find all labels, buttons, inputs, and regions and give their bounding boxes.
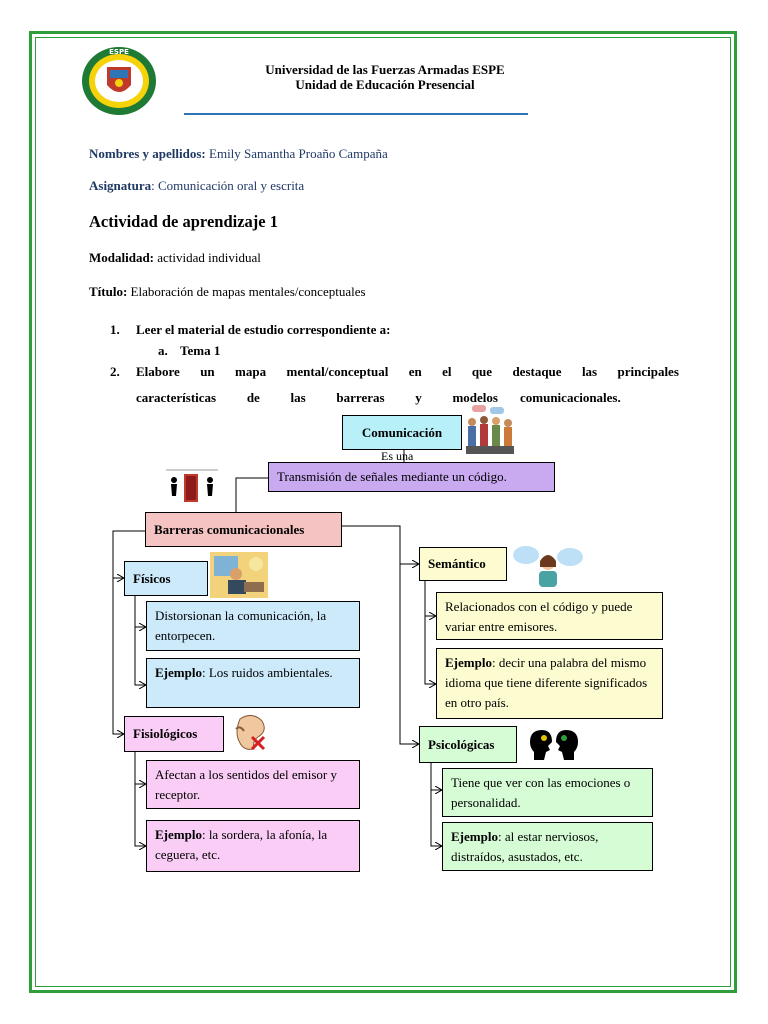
doorway-figures-icon [166, 469, 218, 502]
title-value: Elaboración de mapas mentales/conceptual… [130, 284, 366, 299]
instruction-2-end: comunicacionales. [520, 390, 621, 405]
title-label: Título: [89, 284, 128, 299]
instruction-word: principales [617, 364, 679, 379]
header-title: Universidad de las Fuerzas Armadas ESPE … [180, 62, 590, 92]
fisiologicos-node: Fisiológicos [124, 716, 224, 752]
two-heads-icon [530, 730, 578, 760]
instruction-word: en [408, 364, 422, 379]
example-label: Ejemplo [451, 829, 498, 844]
modality-line: Modalidad: actividad individual [89, 250, 261, 266]
example-label: Ejemplo [155, 665, 202, 680]
names-value: Emily Samantha Proaño Campaña [209, 146, 388, 161]
fisiologicos-example: Ejemplo: la sordera, la afonía, la cegue… [146, 820, 360, 872]
speech-bubbles-woman-icon [513, 546, 583, 587]
example-text: : decir una palabra del mismo idioma que… [445, 655, 648, 710]
fisiologicos-description: Afectan a los sentidos del emisor y rece… [146, 760, 360, 809]
modality-value: actividad individual [157, 250, 261, 265]
names-line: Nombres y apellidos: Emily Samantha Proa… [89, 146, 388, 162]
example-text: : Los ruidos ambientales. [201, 665, 333, 680]
university-name: Universidad de las Fuerzas Armadas ESPE [265, 62, 505, 77]
modality-label: Modalidad: [89, 250, 155, 265]
semantico-description: Relacionados con el código y puede varia… [436, 592, 663, 640]
example-text: : al estar nerviosos, distraídos, asusta… [451, 829, 599, 864]
instruction-word: Elabore [136, 364, 180, 379]
svg-text:ESPE: ESPE [109, 48, 129, 56]
instruction-word: las [290, 390, 306, 405]
fisicos-description: Distorsionan la comunicación, la entorpe… [146, 601, 360, 651]
activity-title: Actividad de aprendizaje 1 [89, 212, 278, 231]
instruction-2-line-1: Elabore un mapa mental/conceptual en el que des… [136, 364, 679, 380]
example-label: Ejemplo [445, 655, 492, 670]
subject-line: Asignatura: Comunicación oral y escrita [89, 178, 304, 194]
instruction-word: el [442, 364, 452, 379]
example-label: Ejemplo [155, 827, 202, 842]
instruction-word: mental/conceptual [286, 364, 389, 379]
fisicos-node: Físicos [124, 561, 208, 596]
instruction-word: características [136, 390, 217, 405]
instruction-word: destaque [512, 364, 562, 379]
page-border-inner [35, 37, 731, 987]
instruction-1a: a.Tema 1 [158, 343, 221, 358]
fisicos-example: Ejemplo: Los ruidos ambientales. [146, 658, 360, 708]
title-line: Título: Elaboración de mapas mentales/co… [89, 284, 366, 300]
instruction-word: y [415, 390, 422, 405]
instruction-word: de [246, 390, 260, 405]
header-rule [184, 113, 528, 115]
instruction-1: 1.Leer el material de estudio correspond… [110, 322, 391, 337]
unit-name: Unidad de Educación Presencial [295, 77, 475, 92]
semantico-example: Ejemplo: decir una palabra del mismo idi… [436, 648, 663, 719]
university-seal-icon: ESPE [82, 47, 156, 115]
example-text: : la sordera, la afonía, la ceguera, etc… [155, 827, 328, 862]
instruction-word: las [581, 364, 598, 379]
link-label-es-una: Es una [381, 449, 414, 463]
instruction-word: que [471, 364, 493, 379]
ear-blocked-icon [235, 715, 266, 751]
instruction-2-line-2: características de las barreras y modelos [136, 390, 498, 406]
barriers-node: Barreras comunicacionales [145, 512, 342, 547]
instruction-word: mapa [235, 364, 267, 379]
office-worker-icon [210, 552, 268, 598]
psicologicas-description: Tiene que ver con las emociones o person… [442, 768, 653, 817]
instruction-word: modelos [452, 390, 498, 405]
subject-value: : Comunicación oral y escrita [151, 178, 305, 193]
semantico-node: Semántico [419, 547, 507, 581]
definition-node: Transmisión de señales mediante un códig… [268, 462, 555, 492]
names-label: Nombres y apellidos: [89, 146, 206, 161]
psicologicas-node: Psicológicas [419, 726, 517, 763]
psicologicas-example: Ejemplo: al estar nerviosos, distraídos,… [442, 822, 653, 871]
root-node-comunicacion: Comunicación [342, 415, 462, 450]
subject-label: Asignatura [89, 178, 152, 193]
instruction-word: barreras [336, 390, 385, 405]
instruction-2-number: 2. [110, 364, 120, 379]
people-talking-icon [466, 405, 514, 454]
page-border-outer [29, 31, 737, 993]
instruction-word: un [200, 364, 215, 379]
